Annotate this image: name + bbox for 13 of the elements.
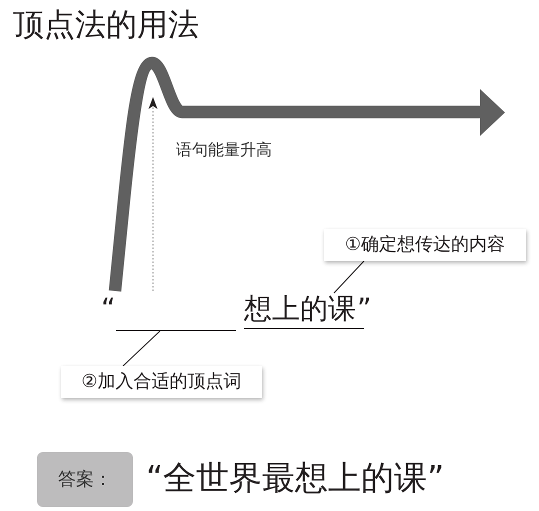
answer-label: 答案： <box>58 468 112 490</box>
answer-text: “全世界最想上的课” <box>146 459 444 496</box>
callout-box <box>61 366 262 398</box>
leader-line <box>122 330 160 366</box>
title: 顶点法的用法 <box>13 7 199 43</box>
leader-line <box>334 260 364 294</box>
callout-box <box>324 229 526 261</box>
fill-in-line <box>116 330 236 331</box>
annotation-text: 语句能量升高 <box>176 140 272 160</box>
quote-mark: “ <box>101 293 116 325</box>
callout-text: ②加入合适的顶点词 <box>81 371 242 393</box>
answer-badge <box>37 452 133 507</box>
callout-text: ①确定想传达的内容 <box>344 234 506 256</box>
